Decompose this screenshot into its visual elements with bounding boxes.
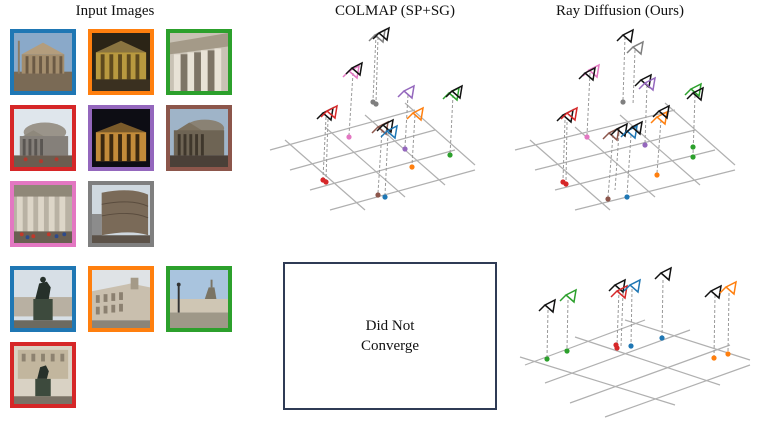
input-image-pink	[10, 181, 76, 247]
pantheon-facade-icon	[170, 109, 228, 167]
night-columns-icon	[92, 109, 150, 167]
pantheon-dome-icon	[14, 109, 72, 167]
statue-icon	[14, 270, 72, 328]
ground-grid	[269, 102, 476, 211]
ray-diffusion-header: Ray Diffusion (Ours)	[555, 3, 685, 19]
no-result-box: Did Not Converge	[283, 262, 497, 410]
colmap-pantheon-plot	[269, 26, 476, 211]
input-images-header: Input Images	[75, 3, 155, 19]
input-image-green	[166, 29, 232, 95]
camera-drop-lines	[546, 279, 730, 358]
input-image-purple	[88, 105, 154, 171]
camera-ground-points	[560, 99, 696, 202]
plaza-icon	[170, 270, 228, 328]
camera-drop-lines	[562, 36, 696, 198]
ray-diffusion-pantheon-plot	[514, 28, 736, 211]
input-image-blue	[10, 266, 76, 332]
columns-icon	[170, 33, 228, 91]
ray-diffusion-hofburg-plot	[519, 266, 751, 418]
camera-frustums	[556, 28, 704, 142]
input-image-brown	[166, 105, 232, 171]
camera-ground-points	[320, 99, 453, 200]
statue-icon	[14, 346, 72, 404]
input-image-green	[166, 266, 232, 332]
ground-grid	[514, 102, 736, 211]
pantheon-facade-icon	[14, 33, 72, 91]
no-result-text: Did Not Converge	[360, 318, 420, 354]
camera-frustums	[538, 266, 737, 314]
camera-frustums	[316, 26, 463, 140]
camera-ground-points	[544, 335, 731, 362]
palace-icon	[92, 270, 150, 328]
columns-crowd-icon	[14, 185, 72, 243]
input-image-gray	[88, 181, 154, 247]
rotunda-wall-icon	[92, 185, 150, 243]
input-image-red	[10, 342, 76, 408]
input-image-blue	[10, 29, 76, 95]
ground-grid	[519, 319, 751, 418]
input-image-red	[10, 105, 76, 171]
camera-drop-lines	[322, 34, 454, 196]
input-image-orange	[88, 266, 154, 332]
pantheon-night-icon	[92, 33, 150, 91]
input-image-orange	[88, 29, 154, 95]
colmap-header: COLMAP (SP+SG)	[334, 3, 455, 19]
